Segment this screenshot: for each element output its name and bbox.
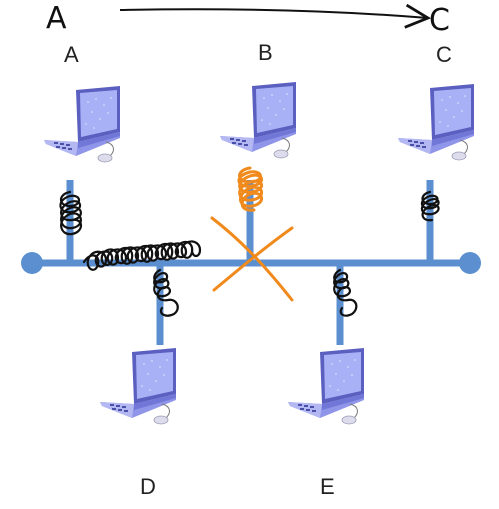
node-label-a: A <box>64 42 79 67</box>
header-from-label: A <box>46 1 67 36</box>
collision-cross-2 <box>212 226 294 292</box>
node-label-d: D <box>140 474 156 499</box>
node-label-b: B <box>258 40 273 65</box>
signal-coil-bus <box>82 240 202 271</box>
laptop-d-icon <box>99 347 177 425</box>
signal-coil-a <box>59 190 83 236</box>
collision-coil <box>237 166 263 212</box>
collision-cross-1 <box>210 216 294 302</box>
bus-terminator-left <box>21 252 43 274</box>
signal-coil-e <box>333 268 358 317</box>
node-label-c: C <box>436 42 452 67</box>
laptop-b-icon <box>219 81 297 159</box>
header-arrow <box>119 9 428 18</box>
collision-mark <box>210 166 294 302</box>
laptop-e-icon <box>287 347 365 425</box>
signal-coil-d <box>153 268 179 317</box>
laptop-a-icon <box>43 85 121 163</box>
header-to-label: C <box>429 3 450 38</box>
signal-coil-c <box>420 190 440 222</box>
node-label-e: E <box>320 474 335 499</box>
laptop-c-icon <box>397 83 475 161</box>
signal-scribbles <box>59 190 440 317</box>
bus-terminator-right <box>459 252 481 274</box>
